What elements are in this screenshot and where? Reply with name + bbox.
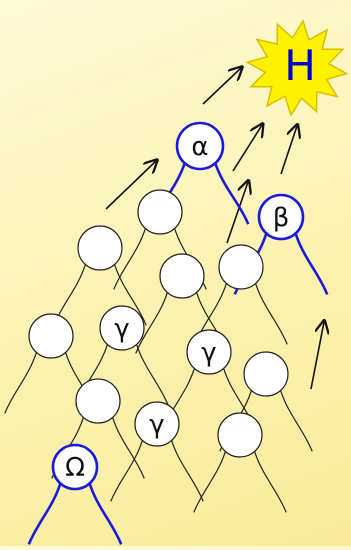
right-tail-blank-8 xyxy=(253,450,287,513)
node-circle xyxy=(99,305,145,351)
goal-starburst: H xyxy=(245,18,349,118)
up-right-arrow-icon xyxy=(232,125,262,172)
up-right-arrow-icon xyxy=(310,322,324,390)
node-label: γ xyxy=(149,410,164,440)
node-blank-8 xyxy=(217,412,263,458)
up-right-arrow-icon xyxy=(202,68,241,105)
node-circle xyxy=(137,189,183,235)
right-tail-blank-2 xyxy=(113,263,147,326)
arrows-layer xyxy=(105,68,324,390)
node-label: β xyxy=(273,203,290,233)
left-tail-blank-1 xyxy=(113,227,147,290)
up-right-arrow-icon xyxy=(226,182,248,244)
node-omega: Ω xyxy=(51,443,99,491)
node-alpha: α xyxy=(175,121,225,171)
up-right-arrow-icon xyxy=(280,126,297,175)
node-circle xyxy=(51,443,99,491)
right-tail-beta xyxy=(294,232,329,295)
node-blank-1 xyxy=(137,189,183,235)
node-gamma-3: γ xyxy=(134,401,180,447)
node-circle xyxy=(134,401,180,447)
right-tail-omega xyxy=(88,482,123,545)
node-circle xyxy=(218,244,264,290)
right-tail-blank-7 xyxy=(279,389,313,452)
node-circle xyxy=(75,378,121,424)
node-blank-5 xyxy=(28,313,74,359)
node-circle xyxy=(175,121,225,171)
left-tail-blank-8 xyxy=(193,450,227,513)
nodes-layer: α βΩγ γ γ xyxy=(28,121,305,491)
left-tail-gamma-3 xyxy=(110,439,144,502)
node-blank-7 xyxy=(243,351,289,397)
node-label: γ xyxy=(114,314,129,344)
right-tail-blank-6 xyxy=(111,416,145,479)
node-circle xyxy=(243,351,289,397)
right-tail-gamma-1 xyxy=(135,343,169,406)
up-right-arrow-icon xyxy=(105,161,156,210)
node-circle xyxy=(77,225,123,271)
node-beta: β xyxy=(257,193,305,241)
node-label: Ω xyxy=(65,453,85,483)
node-blank-2 xyxy=(77,225,123,271)
node-blank-4 xyxy=(218,244,264,290)
left-tail-blank-3 xyxy=(135,291,169,354)
node-label: α xyxy=(191,132,208,162)
node-circle xyxy=(186,329,232,375)
node-circle xyxy=(217,412,263,458)
starburst-icon xyxy=(245,18,349,118)
node-gamma-2: γ xyxy=(186,329,232,375)
node-circle xyxy=(257,193,305,241)
node-blank-6 xyxy=(75,378,121,424)
right-tail-gamma-3 xyxy=(170,439,204,502)
node-gamma-1: γ xyxy=(99,305,145,351)
node-blank-3 xyxy=(159,253,205,299)
left-tail-blank-5 xyxy=(4,351,38,414)
right-tail-blank-4 xyxy=(254,282,288,345)
node-label: γ xyxy=(201,338,216,368)
left-tail-omega xyxy=(27,482,62,545)
node-circle xyxy=(28,313,74,359)
node-circle xyxy=(159,253,205,299)
right-tail-alpha xyxy=(213,161,250,225)
goal-label: H xyxy=(284,41,316,90)
